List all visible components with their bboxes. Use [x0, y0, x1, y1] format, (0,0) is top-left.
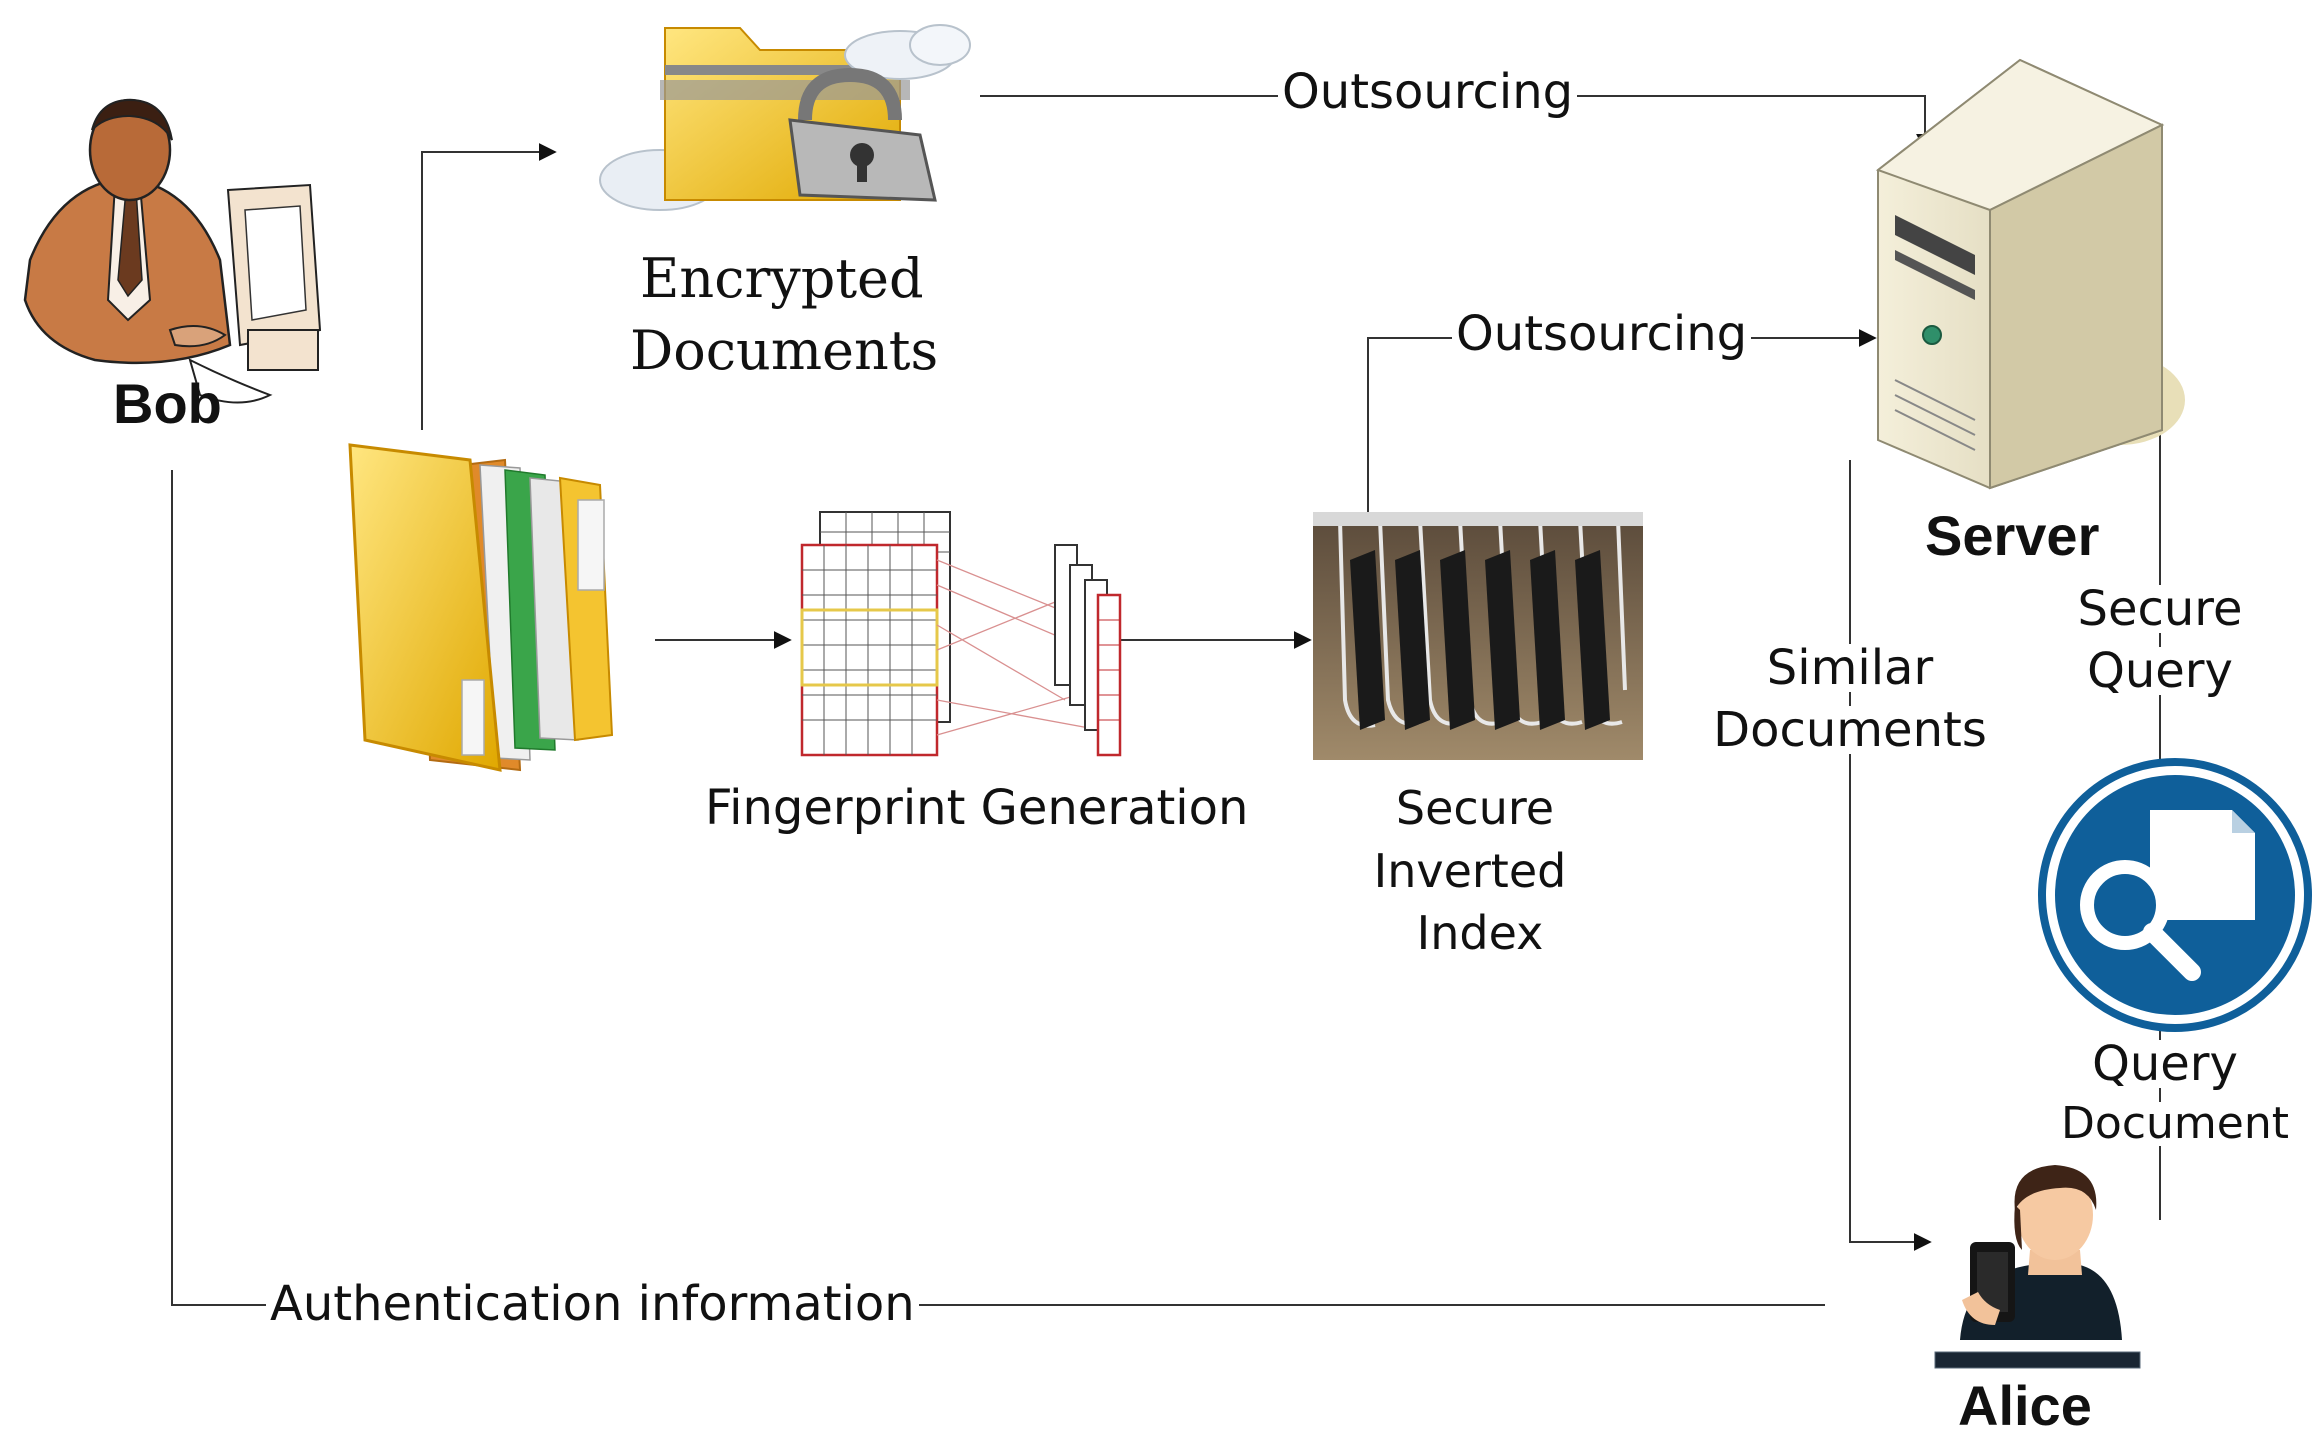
secure-query-label-line2: Query	[2055, 647, 2265, 695]
secure-query-label-line1: Secure	[2055, 585, 2265, 633]
locked-cloud-folder-icon	[599, 24, 971, 211]
fingerprint-generation-label: Fingerprint Generation	[705, 780, 1249, 836]
query-document-label-line1: Query	[2070, 1040, 2260, 1088]
edge-bob-to-encrypted	[421, 143, 557, 430]
document-folder-icon	[348, 443, 614, 772]
bob-label: Bob	[113, 372, 222, 435]
woman-with-phone-icon	[1934, 1165, 2141, 1369]
outsourcing-index-label: Outsourcing	[1452, 310, 1752, 358]
secure-inverted-index-label-line1: Secure	[1395, 781, 1555, 835]
outsourcing-documents-label: Outsourcing	[1278, 68, 1578, 116]
document-search-icon	[2038, 758, 2312, 1032]
alice-label: Alice	[1958, 1374, 2092, 1437]
encrypted-documents-label-line1: Encrypted	[640, 247, 924, 310]
encrypted-documents-label-line2: Documents	[630, 319, 939, 382]
edge-index-to-server	[1367, 329, 1877, 512]
secure-inverted-index-label-line2: Inverted	[1373, 844, 1567, 898]
secure-inverted-index-label-line3: Index	[1416, 906, 1544, 960]
edge-server-to-alice	[1849, 460, 1932, 1251]
similar-documents-label-line1: Similar	[1700, 644, 2000, 692]
similar-documents-label-line2: Documents	[1700, 706, 2000, 754]
hanging-file-index-icon	[1313, 512, 1643, 760]
edge-bob-to-alice	[171, 470, 1825, 1306]
server-tower-icon	[1875, 58, 2185, 490]
authentication-information-label: Authentication information	[266, 1280, 919, 1328]
server-label: Server	[1925, 504, 2100, 567]
query-document-label-line2: Document	[2055, 1102, 2295, 1146]
man-at-computer-icon	[23, 98, 322, 404]
fingerprint-grid-icon	[800, 511, 1122, 757]
